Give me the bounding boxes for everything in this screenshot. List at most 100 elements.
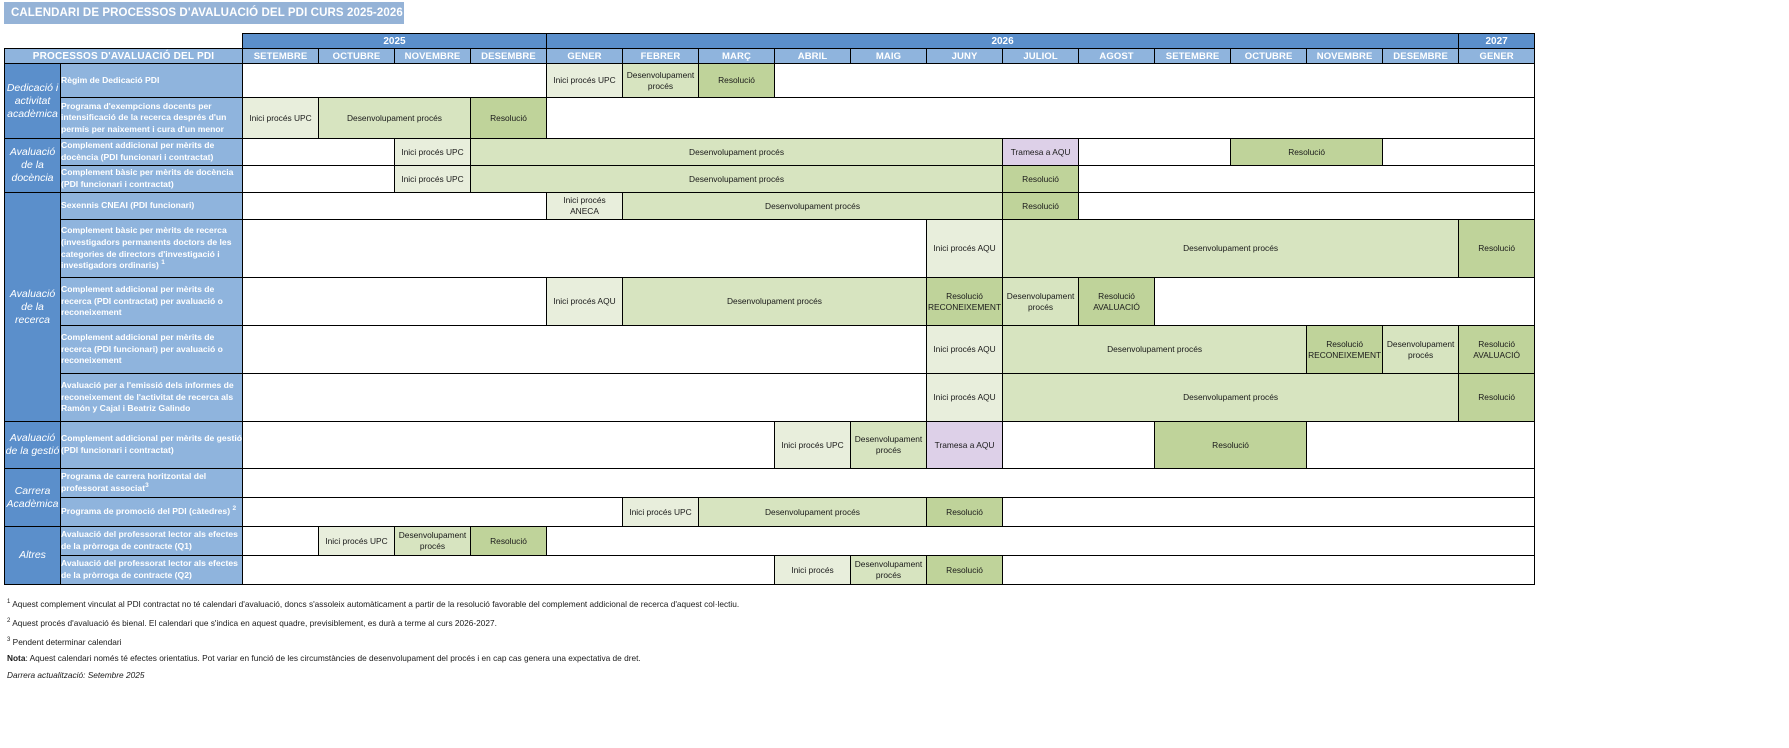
cell-inici-proces: Inici procés UPC: [318, 526, 395, 556]
cell-resolucio: Resolució: [925, 555, 1004, 585]
cell-text: Tramesa a AQU: [1010, 146, 1071, 157]
cell-text: Inici procés UPC: [401, 173, 464, 184]
cell-text: Desenvolupament procés: [1183, 392, 1279, 403]
cell-text: Resolució: [718, 75, 755, 86]
month-header-15: DESEMBRE: [1382, 48, 1460, 64]
month-header-10: JULIOL: [1002, 48, 1080, 64]
month-header-8: MAIG: [850, 48, 927, 64]
cell-empty: [242, 138, 395, 166]
cell-empty: [1078, 192, 1536, 220]
table-row: Complement addicional per mèrits de rece…: [5, 277, 1536, 326]
cell-text: Inici procés AQU: [553, 296, 616, 307]
cell-text: Resolució: [946, 506, 983, 517]
cell-desenvolupament: Desenvolupament procés: [1382, 325, 1460, 374]
nota-label: Nota: [7, 653, 26, 664]
cell-text: Resolució: [490, 535, 527, 546]
table-row: Complement bàsic per mèrits de docència …: [5, 165, 1536, 193]
cell-empty: [1154, 277, 1536, 326]
table-row: Complement bàsic per mèrits de recerca (…: [5, 219, 1536, 278]
year-header-2025: 2025: [242, 33, 547, 49]
process-column-header: PROCESSOS D'AVALUACIÓ DEL PDI: [4, 48, 243, 64]
cell-text: Desenvolupament procés: [626, 69, 695, 91]
process-label: Sexennis CNEAI (PDI funcionari): [60, 192, 243, 220]
cell-text: Inici procés UPC: [629, 506, 692, 517]
cell-inici-proces: Inici procés UPC: [622, 497, 699, 527]
cell-text: Desenvolupament procés: [854, 434, 923, 455]
process-label: Règim de Dedicació PDI: [60, 63, 243, 98]
cell-resolucio: Resolució AVALUACIÓ: [1458, 325, 1536, 374]
cell-empty: [1382, 138, 1536, 166]
cell-desenvolupament: Desenvolupament procés: [622, 277, 927, 326]
cell-desenvolupament: Desenvolupament procés: [318, 97, 471, 139]
cell-text: Inici procés AQU: [933, 344, 996, 355]
month-header-4: GENER: [546, 48, 623, 64]
nota-general: Nota: Aquest calendari només té efectes …: [7, 653, 1407, 663]
group-label-5: Altres: [4, 526, 61, 585]
month-header-12: SETEMBRE: [1154, 48, 1232, 64]
table-row: Programa de promoció del PDI (càtedres) …: [5, 497, 1536, 527]
footnote-3: 3 Pendent determinar calendari: [7, 635, 1407, 646]
cell-empty: [242, 421, 775, 469]
cell-empty: [1306, 421, 1536, 469]
cell-text: Desenvolupament procés: [727, 296, 822, 307]
cell-inici-proces: Inici procés UPC: [774, 421, 851, 469]
cell-desenvolupament: Desenvolupament procés: [1002, 325, 1308, 374]
year-header-2027: 2027: [1458, 33, 1536, 49]
cell-empty: [242, 373, 927, 422]
cell-empty: [242, 277, 547, 326]
cell-empty: [1002, 421, 1156, 469]
cell-inici-proces: Inici procés ANECA: [546, 192, 623, 220]
month-header-9: JUNY: [925, 48, 1004, 64]
footnotes: 1 Aquest complement vinculat al PDI cont…: [7, 597, 1407, 687]
nota-text: : Aquest calendari només té efectes orie…: [25, 653, 641, 664]
month-header-3: DESEMBRE: [470, 48, 547, 64]
table-row: Programa d'exempcions docents per intens…: [5, 97, 1536, 139]
cell-resolucio: Resolució: [1230, 138, 1384, 166]
cell-empty: [242, 192, 547, 220]
cell-desenvolupament: Desenvolupament procés: [850, 555, 927, 585]
cell-text: Inici procés UPC: [781, 439, 844, 450]
cell-empty: [1078, 138, 1232, 166]
cell-text: Desenvolupament procés: [1386, 338, 1455, 360]
cell-desenvolupament: Desenvolupament procés: [1002, 277, 1080, 326]
cell-text: Resolució: [1478, 243, 1516, 254]
cell-resolucio: Resolució: [925, 497, 1004, 527]
cell-text: Resolució RECONEIXEMENT: [928, 290, 1002, 312]
cell-text: Inici procés: [791, 564, 834, 575]
cell-tramesa-aqu: Tramesa a AQU: [1002, 138, 1080, 166]
last-updated: Darrera actualització: Setembre 2025: [7, 670, 145, 681]
cell-inici-proces: Inici procés UPC: [394, 138, 471, 166]
month-header-11: AGOST: [1078, 48, 1156, 64]
cell-desenvolupament: Desenvolupament procés: [698, 497, 927, 527]
process-label: Avaluació per a l'emissió dels informes …: [60, 373, 243, 422]
footnote-2-text: Aquest procés d'avaluació és bienal. El …: [12, 617, 497, 628]
cell-text: Resolució: [490, 112, 527, 123]
table-row: Avaluació del professorat lector als efe…: [5, 555, 1536, 585]
month-header-7: ABRIL: [774, 48, 851, 64]
cell-inici-proces: Inici procés UPC: [242, 97, 319, 139]
cell-inici-proces: Inici procés AQU: [925, 373, 1004, 422]
cell-inici-proces: Inici procés UPC: [394, 165, 471, 193]
cell-empty: [242, 63, 547, 98]
footnote-1-text: Aquest complement vinculat al PDI contra…: [12, 598, 740, 609]
cell-desenvolupament: Desenvolupament procés: [469, 138, 1004, 166]
cell-inici-proces: Inici procés AQU: [925, 325, 1004, 374]
cell-inici-proces: Inici procés AQU: [546, 277, 623, 326]
process-label: Programa de promoció del PDI (càtedres) …: [60, 497, 243, 527]
table-row: Complement addicional per mèrits de rece…: [5, 325, 1536, 374]
cell-text: Inici procés AQU: [933, 243, 996, 254]
cell-inici-proces: Inici procés: [774, 555, 851, 585]
cell-resolucio: Resolució: [1154, 421, 1308, 469]
process-label: Complement bàsic per mèrits de recerca (…: [60, 219, 243, 278]
